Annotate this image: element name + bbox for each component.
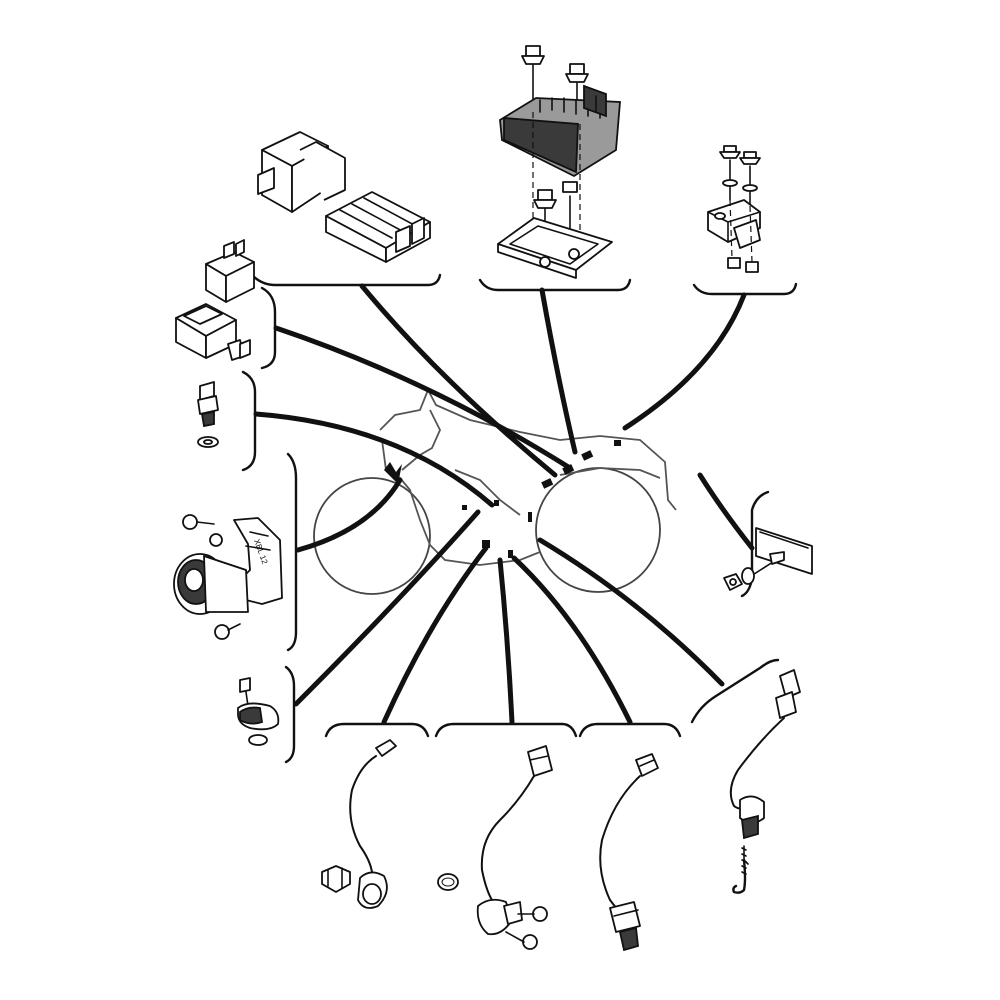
marker-6	[508, 550, 513, 558]
leader-left-3	[295, 477, 403, 553]
bracket-left-2	[241, 370, 257, 472]
marker-9	[528, 512, 532, 522]
leader-bottom-3	[511, 555, 633, 725]
switch-icon	[237, 677, 280, 746]
leader-top-left	[359, 283, 558, 478]
plate-icon	[723, 527, 813, 591]
leader-bottom-4	[537, 537, 725, 687]
leader-left-2	[253, 411, 495, 508]
sensor-icon	[197, 381, 219, 448]
marker-8	[494, 500, 499, 506]
sensor-icon	[599, 753, 659, 952]
bracket-bottom-1	[324, 722, 430, 738]
leader-left-1	[273, 325, 573, 471]
marker-5	[482, 540, 490, 548]
leader-top-center	[539, 287, 578, 455]
motorcycle-outline	[313, 387, 677, 595]
front-mark	[384, 462, 402, 484]
connector-icon	[257, 131, 431, 263]
leader-bottom-2	[497, 557, 515, 725]
leader-top-right	[622, 292, 747, 431]
bracket-top-left	[250, 273, 442, 287]
front-wheel	[313, 477, 431, 595]
leader-lines	[253, 283, 755, 725]
tank-line	[454, 469, 521, 516]
bracket-top-right	[692, 282, 798, 296]
regulator-icon	[497, 45, 621, 279]
rear-wheel	[535, 467, 661, 593]
sensor-icon	[437, 745, 553, 950]
bracket-top-center	[478, 278, 632, 292]
bracket-left-1	[260, 286, 277, 370]
marker-4	[614, 440, 621, 446]
relay-icon	[175, 239, 255, 361]
seat-line	[559, 467, 661, 479]
horn-icon: XBL 12	[173, 514, 283, 640]
bracket-icon	[707, 145, 761, 273]
leader-bottom-1	[381, 545, 489, 725]
bracket-bottom-2	[434, 722, 578, 738]
marker-3	[581, 450, 594, 461]
leader-right	[697, 472, 755, 551]
bracket-left-4	[284, 665, 296, 764]
leader-left-4	[293, 509, 481, 707]
switch-icon	[729, 669, 801, 894]
marker-1	[541, 478, 554, 489]
sensor-icon	[321, 739, 397, 909]
bracket-bottom-4	[690, 658, 780, 724]
bracket-left-3	[286, 452, 298, 652]
marker-7	[462, 505, 467, 510]
fork-line	[401, 409, 441, 471]
bracket-bottom-3	[578, 722, 682, 738]
bike-top-line	[379, 387, 677, 511]
